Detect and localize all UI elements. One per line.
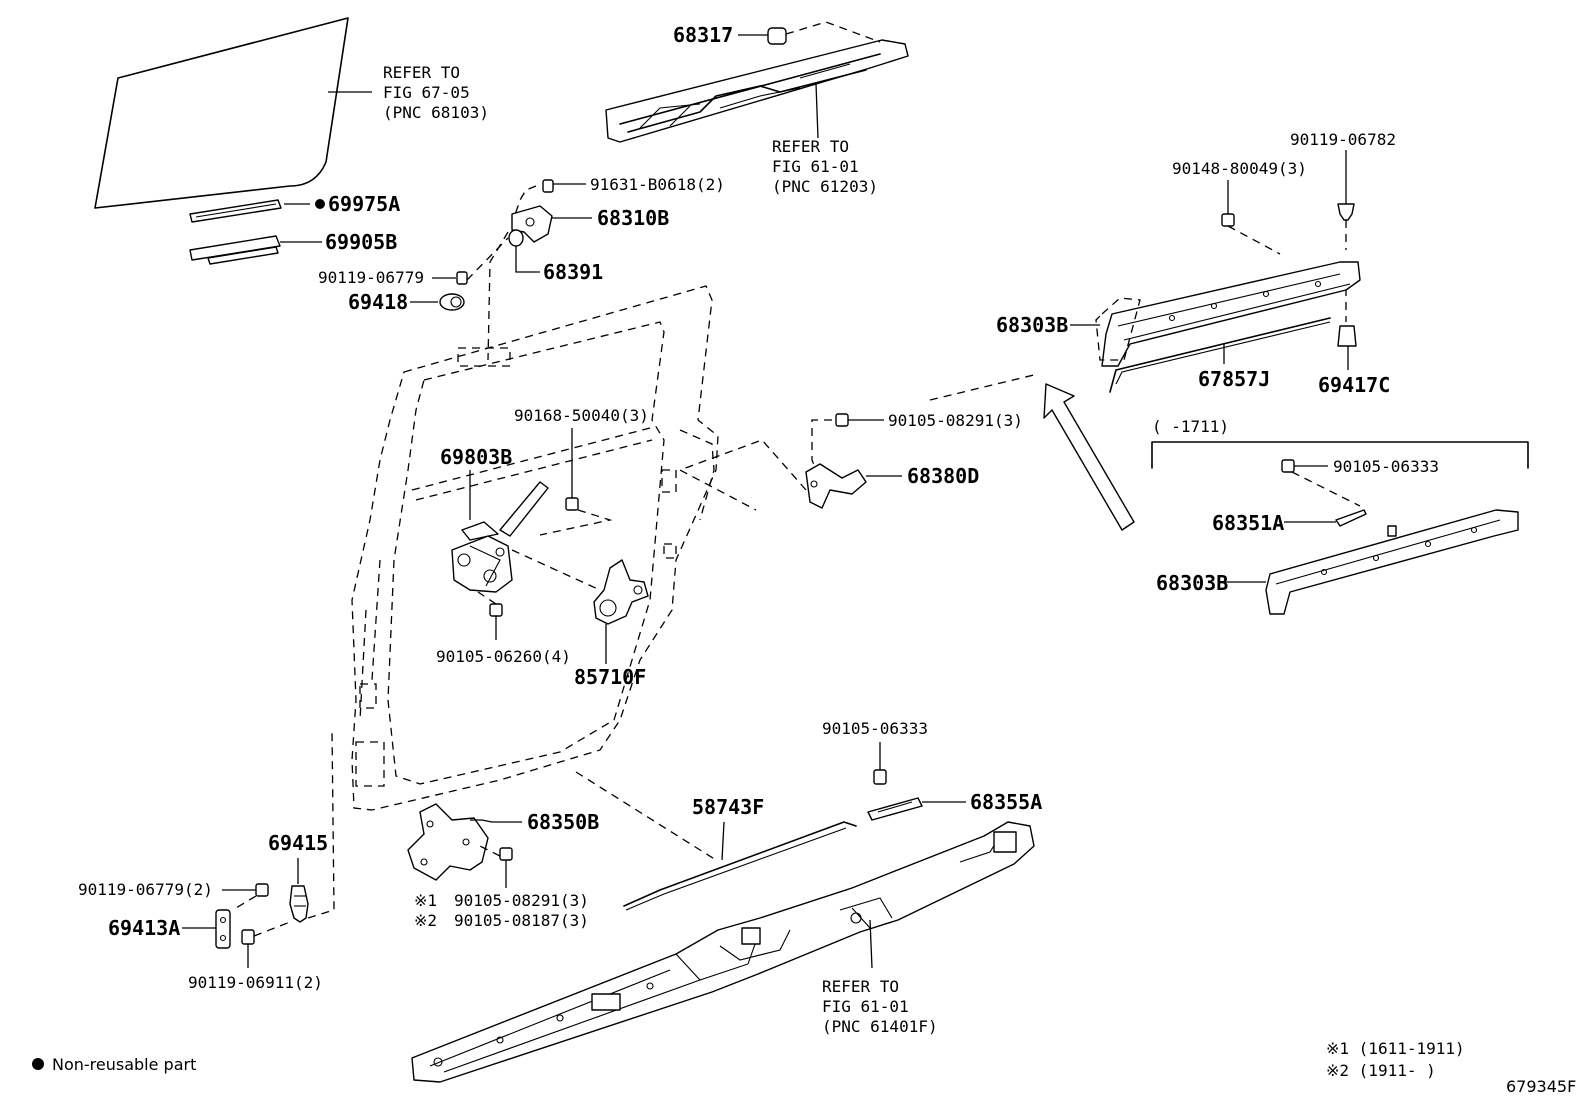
- lower-rail: [411, 821, 1035, 1083]
- label-90119-06911: 90119-06911(2): [188, 973, 323, 992]
- ref-upper-line1: REFER TO: [772, 137, 849, 156]
- part-69803B[interactable]: 69803B: [440, 445, 549, 593]
- part-68310B[interactable]: 68310B: [511, 205, 669, 243]
- direction-arrow: [1043, 383, 1135, 531]
- ref-upper-line3: (PNC 61203): [772, 177, 878, 196]
- label-67857J: 67857J: [1198, 367, 1270, 391]
- legend: Non-reusable part: [32, 1055, 196, 1074]
- part-90105-06260[interactable]: 90105-06260(4): [436, 591, 571, 666]
- label-90105-06260: 90105-06260(4): [436, 647, 571, 666]
- label-90105-06333-right: 90105-06333: [1333, 457, 1439, 476]
- label-68380D: 68380D: [907, 464, 979, 488]
- ref-lower-line1: REFER TO: [822, 977, 899, 996]
- part-85710F[interactable]: 85710F: [511, 549, 649, 689]
- note-2: ※2 (1911- ): [1326, 1061, 1436, 1080]
- bracket-label: ( -1711): [1152, 417, 1229, 436]
- ref-upper-rail: REFER TO FIG 61-01 (PNC 61203): [772, 137, 878, 196]
- label-68351A: 68351A: [1212, 511, 1284, 535]
- part-91631-B0618[interactable]: 91631-B0618(2): [514, 175, 725, 216]
- label-68391: 68391: [543, 260, 603, 284]
- part-68350B[interactable]: 68350B: [407, 803, 599, 888]
- ref-lower-rail: REFER TO FIG 61-01 (PNC 61401F): [822, 977, 938, 1036]
- part-68303B-top[interactable]: 68303B: [996, 261, 1361, 367]
- label-69905B: 69905B: [325, 230, 397, 254]
- label-85710F: 85710F: [574, 665, 646, 689]
- label-90105-08187: 90105-08187(3): [454, 911, 589, 930]
- ref-lower-line2: FIG 61-01: [822, 997, 909, 1016]
- label-58743F: 58743F: [692, 795, 764, 819]
- label-69803B: 69803B: [440, 445, 512, 469]
- part-69417C[interactable]: 69417C: [1318, 325, 1390, 397]
- label-90148: 90148-80049(3): [1172, 159, 1307, 178]
- ref-upper-line2: FIG 61-01: [772, 157, 859, 176]
- part-69415[interactable]: 69415: [268, 729, 335, 923]
- part-69418[interactable]: 69418: [348, 290, 465, 314]
- non-reusable-dot-legend: [32, 1058, 44, 1070]
- ref-glass-line3: (PNC 68103): [383, 103, 489, 122]
- label-68317: 68317: [673, 23, 733, 47]
- part-68355A[interactable]: 68355A: [867, 790, 1042, 821]
- door-panel: [351, 285, 719, 811]
- notes: ※1 (1611-1911) ※2 (1911- ) 679345F: [1326, 1039, 1576, 1096]
- label-90105-08291-lower: 90105-08291(3): [454, 891, 589, 910]
- variant-bracket: ( -1711): [1151, 417, 1529, 469]
- figure-id: 679345F: [1506, 1077, 1576, 1096]
- part-90119-06779-lower[interactable]: 90119-06779(2): [78, 880, 269, 909]
- part-58743F[interactable]: 58743F: [575, 771, 857, 911]
- label-69417C: 69417C: [1318, 373, 1390, 397]
- label-68310B: 68310B: [597, 206, 669, 230]
- label-90119-06779-2: 90119-06779(2): [78, 880, 213, 899]
- legend-text: Non-reusable part: [52, 1055, 196, 1074]
- part-90119-06782[interactable]: 90119-06782: [1290, 130, 1396, 322]
- note-1: ※1 (1611-1911): [1326, 1039, 1465, 1058]
- part-68303B-bottom[interactable]: 68303B: [1156, 509, 1519, 615]
- part-69975A[interactable]: 69975A: [189, 192, 400, 223]
- label-68355A: 68355A: [970, 790, 1042, 814]
- part-90148-80049[interactable]: 90148-80049(3): [1172, 159, 1307, 255]
- non-reusable-dot: [315, 199, 325, 209]
- part-90105-08291-upper[interactable]: 90105-08291(3): [811, 373, 1039, 471]
- label-69418: 69418: [348, 290, 408, 314]
- part-90105-06333-right[interactable]: 90105-06333: [1281, 457, 1439, 507]
- ref-glass: REFER TO FIG 67-05 (PNC 68103): [383, 63, 489, 122]
- door-glass: [94, 17, 372, 209]
- part-69413A[interactable]: 69413A: [108, 909, 231, 949]
- label-90168: 90168-50040(3): [514, 406, 649, 425]
- mark-1: ※1: [414, 891, 437, 910]
- ref-lower-line3: (PNC 61401F): [822, 1017, 938, 1036]
- ref-glass-line1: REFER TO: [383, 63, 460, 82]
- part-90119-06779-top[interactable]: 90119-06779: [318, 237, 509, 287]
- mark-2: ※2: [414, 911, 437, 930]
- label-69415: 69415: [268, 831, 328, 855]
- part-90119-06911[interactable]: 90119-06911(2): [188, 921, 323, 992]
- bolt-90105-08187[interactable]: ※2 90105-08187(3): [414, 911, 589, 930]
- part-68317[interactable]: 68317: [673, 21, 881, 47]
- part-67857J[interactable]: 67857J: [1109, 317, 1331, 393]
- part-68351A[interactable]: 68351A: [1212, 509, 1367, 535]
- label-69413A: 69413A: [108, 916, 180, 940]
- label-90119-06779: 90119-06779: [318, 268, 424, 287]
- ref-glass-line2: FIG 67-05: [383, 83, 470, 102]
- label-68303B-top: 68303B: [996, 313, 1068, 337]
- label-68350B: 68350B: [527, 810, 599, 834]
- bolt-90105-08291-lower[interactable]: ※1 90105-08291(3): [414, 891, 589, 910]
- part-90168-50040[interactable]: 90168-50040(3): [514, 406, 649, 536]
- label-90105-06333-bottom: 90105-06333: [822, 719, 928, 738]
- label-90105-08291: 90105-08291(3): [888, 411, 1023, 430]
- label-69975A: 69975A: [328, 192, 400, 216]
- part-68391[interactable]: 68391: [487, 229, 603, 361]
- upper-rail: [605, 39, 909, 143]
- label-90119-06782: 90119-06782: [1290, 130, 1396, 149]
- label-91631: 91631-B0618(2): [590, 175, 725, 194]
- part-90105-06333-bottom[interactable]: 90105-06333: [822, 719, 928, 785]
- label-68303B-bottom: 68303B: [1156, 571, 1228, 595]
- part-68380D[interactable]: 68380D: [678, 439, 979, 511]
- part-69905B[interactable]: 69905B: [189, 230, 397, 265]
